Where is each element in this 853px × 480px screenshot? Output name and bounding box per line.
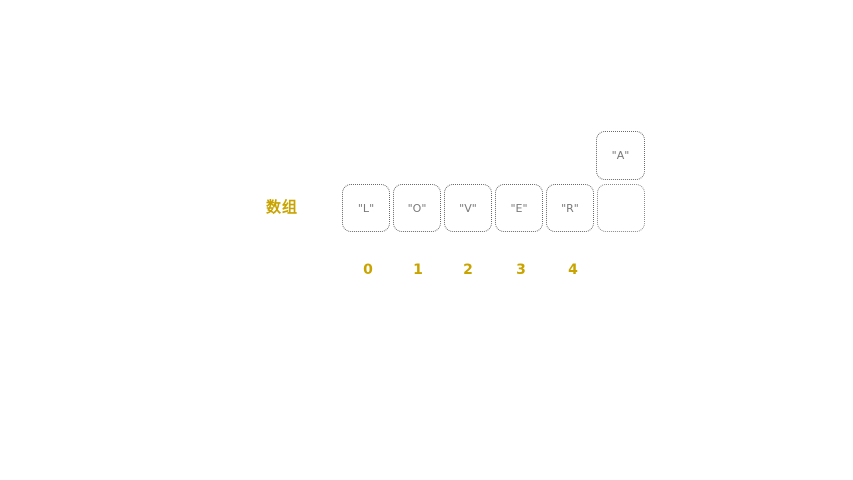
array-label: 数组 (266, 198, 299, 216)
array-index-2: 2 (463, 262, 473, 278)
array-index-0: 0 (363, 262, 373, 278)
array-cell-4: "R" (546, 184, 594, 232)
array-cell-empty (597, 184, 645, 232)
inserting-element: "A" (596, 131, 645, 180)
array-index-1: 1 (413, 262, 423, 278)
array-cell-1: "O" (393, 184, 441, 232)
array-index-3: 3 (516, 262, 526, 278)
array-cell-3: "E" (495, 184, 543, 232)
array-cell-0: "L" (342, 184, 390, 232)
array-index-4: 4 (568, 262, 578, 278)
array-cell-2: "V" (444, 184, 492, 232)
